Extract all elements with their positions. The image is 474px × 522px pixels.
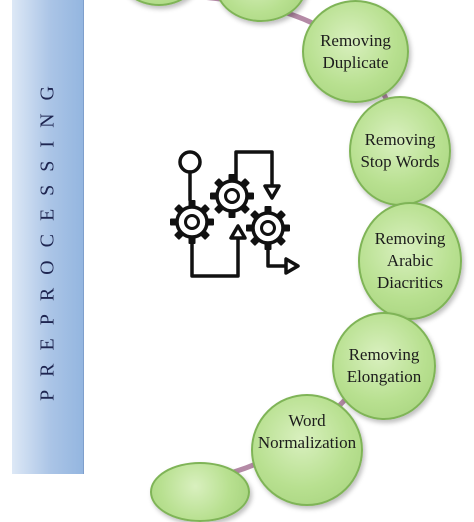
step-removing-elongation: Removing Elongation (332, 312, 436, 420)
step-removing-arabic-diacritics: Removing Arabic Diacritics (358, 202, 462, 320)
step-removing-stop-words: Removing Stop Words (349, 96, 451, 206)
step-removing-duplicate: Removing Duplicate (302, 0, 409, 103)
step-word-normalization: Word Normalization (251, 394, 363, 506)
preprocessing-sidebar: PREPROCESSING (12, 0, 84, 474)
gears-process-icon (168, 150, 300, 278)
step-circle-partial-bottom (150, 462, 250, 522)
